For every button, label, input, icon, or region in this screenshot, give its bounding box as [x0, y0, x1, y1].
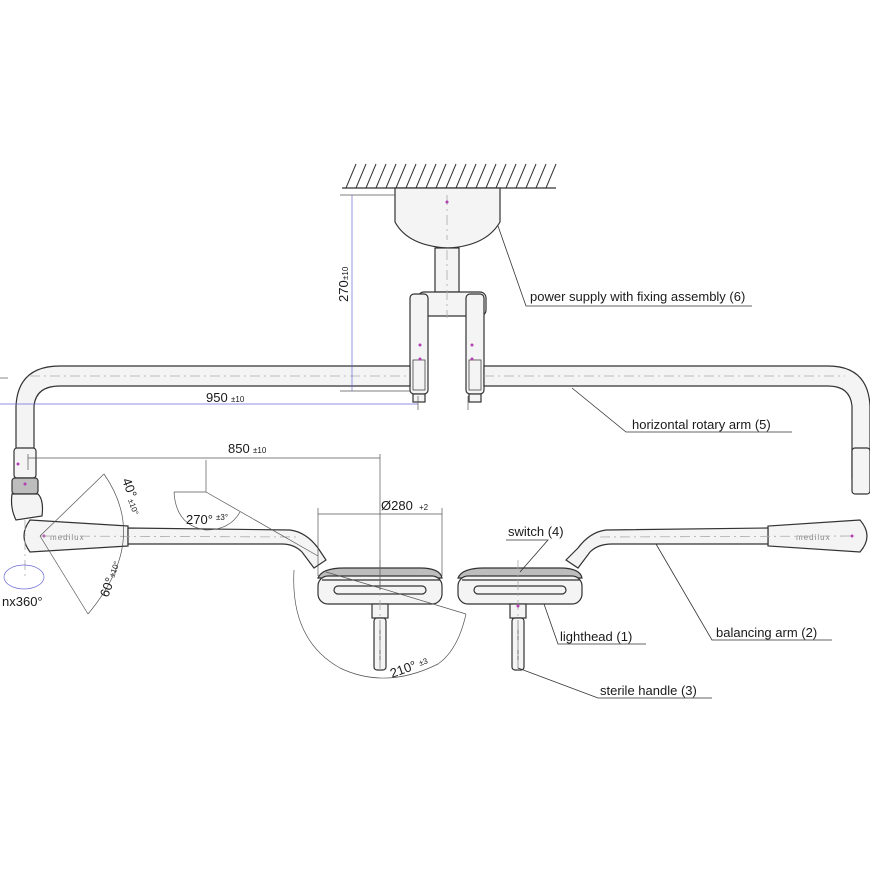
ceiling-hatch-stroke	[405, 163, 417, 189]
balancing-arm-right: medilux	[565, 519, 868, 569]
label-balancing-arm: balancing arm (2)	[655, 543, 832, 641]
label-lighthead: lighthead (1)	[543, 603, 646, 645]
ceiling-hatch-stroke	[345, 163, 357, 189]
ceiling-hatch-stroke	[525, 163, 537, 189]
dim-diameter-tol: +2	[419, 503, 429, 512]
ceiling-hatch-stroke	[495, 163, 507, 189]
angle-270-value: 270°	[186, 512, 213, 527]
balancing-arm-left: medilux	[23, 519, 327, 569]
dim-850-tol: ±10	[253, 446, 267, 455]
sterile-handle-label: sterile handle (3)	[600, 683, 697, 698]
horizontal-rotary-arm	[10, 365, 870, 521]
dimension-950: 950 ±10	[0, 377, 469, 410]
label-sterile-handle: sterile handle (3)	[517, 667, 712, 699]
switch-label: switch (4)	[508, 524, 564, 539]
ceiling-hatch-stroke	[365, 163, 377, 189]
power-supply-housing	[394, 187, 501, 403]
ceiling-hatch-stroke	[535, 163, 547, 189]
ceiling-hatch-stroke	[385, 163, 397, 189]
ceiling-hatch-stroke	[475, 163, 487, 189]
dim-diameter-value: Ø280	[381, 498, 413, 513]
ceiling-hatch-stroke	[515, 163, 527, 189]
ceiling-hatch-stroke	[375, 163, 387, 189]
dimension-270: 270 ±10	[336, 194, 410, 392]
ceiling-hatch	[342, 163, 557, 189]
power-supply-label: power supply with fixing assembly (6)	[530, 289, 745, 304]
label-switch: switch (4)	[506, 524, 564, 573]
ceiling-hatch-stroke	[545, 163, 557, 189]
balancing-arm-label: balancing arm (2)	[716, 625, 817, 640]
label-horizontal-arm: horizontal rotary arm (5)	[571, 387, 792, 433]
lighthead-label: lighthead (1)	[560, 629, 632, 644]
ceiling-hatch-stroke	[415, 163, 427, 189]
ceiling-hatch-stroke	[435, 163, 447, 189]
horizontal-arm-label: horizontal rotary arm (5)	[632, 417, 771, 432]
ceiling-hatch-stroke	[465, 163, 477, 189]
ceiling-hatch-stroke	[485, 163, 497, 189]
ceiling-hatch-stroke	[355, 163, 367, 189]
angle-40-tol: ±10°	[126, 498, 140, 517]
brand-logo-left: medilux	[50, 533, 85, 542]
brand-logo-right: medilux	[796, 533, 831, 542]
angle-210-value: 210°	[388, 658, 418, 681]
ceiling-hatch-stroke	[455, 163, 467, 189]
lighthead-right	[457, 560, 583, 672]
dim-950-tol: ±10	[231, 395, 245, 404]
angle-270-tol: ±3°	[216, 513, 228, 522]
ceiling-hatch-stroke	[425, 163, 437, 189]
angle-60-tol: ±10°	[107, 560, 121, 579]
rotation-value: nx360°	[2, 594, 43, 609]
angle-270: 270° ±3°	[173, 460, 319, 557]
angle-40-value: 40°	[119, 476, 140, 500]
ceiling-hatch-stroke	[445, 163, 457, 189]
ceiling-hatch-stroke	[395, 163, 407, 189]
dim-850-value: 850	[228, 441, 250, 456]
dimension-diameter: Ø280 +2	[317, 498, 443, 576]
dimension-850: 850 ±10	[27, 441, 381, 590]
angle-60-value: 60°	[97, 575, 118, 599]
label-power-supply: power supply with fixing assembly (6)	[497, 225, 752, 307]
dim-270-tol: ±10	[341, 266, 350, 280]
rotation-360: nx360°	[2, 520, 45, 609]
dim-950-value: 950	[206, 390, 228, 405]
ceiling-hatch-stroke	[505, 163, 517, 189]
angle-210-tol: ±3	[418, 656, 430, 668]
dim-270-value: 270	[336, 280, 351, 302]
